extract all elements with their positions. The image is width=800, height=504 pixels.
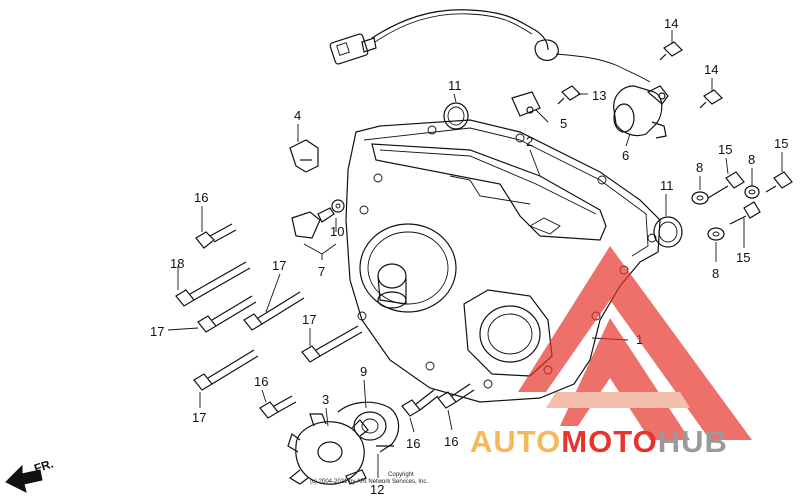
part-label: 17 [302,312,316,327]
wire-harness [329,9,651,83]
part-label: 15 [736,250,750,265]
part-labels: 1 2 3 4 5 6 7 8 8 8 9 10 11 11 12 13 14 … [150,16,788,497]
part-label: 13 [592,88,606,103]
washer-set [691,185,760,241]
part-label: 4 [294,108,301,123]
part-label: 2 [526,134,533,149]
part-label: 16 [406,436,420,451]
part-label: 3 [322,392,329,407]
breather-fitting [289,139,319,173]
part-label: 14 [664,16,678,31]
part-label: 18 [170,256,184,271]
part-label: 7 [318,264,325,279]
arrow-left-icon [5,464,43,493]
front-direction-indicator: FR. [5,456,55,493]
part-label: 12 [370,482,384,497]
clip-part [511,91,541,117]
crankcase-cover [345,119,661,403]
part-label: 16 [254,374,268,389]
part-label: 11 [448,78,462,93]
pump-assembly [287,401,400,485]
part-label: 8 [712,266,719,281]
copyright-notice: Copyright (c) 2004-2021 by ARI Network S… [310,472,428,485]
watermark-text-hub: HUB [658,424,728,459]
watermark-triangle-logo [518,246,752,440]
copyright-line-2: (c) 2004-2021 by ARI Network Services, I… [310,479,428,485]
copyright-line-1: Copyright [388,472,414,478]
svg-text:AUTOMOTOHUB: AUTOMOTOHUB [470,424,728,459]
plug-assembly [291,199,345,239]
part-label: 15 [718,142,732,157]
part-label: 16 [194,190,208,205]
watermark-text-auto: AUTO [470,424,561,459]
part-label: 8 [748,152,755,167]
o-ring-right [653,216,683,248]
part-label: 6 [622,148,629,163]
part-label: 17 [192,410,206,425]
automotohub-watermark: AUTOMOTOHUB [470,246,752,459]
part-label: 14 [704,62,718,77]
leader-lines [167,30,783,478]
bolt-set [175,41,793,419]
part-label: 11 [660,178,674,193]
switch-sensor [613,85,669,139]
part-label: 5 [560,116,567,131]
part-label: 8 [696,160,703,175]
watermark-text-moto: MOTO [561,424,657,459]
part-label: 9 [360,364,367,379]
part-label: 15 [774,136,788,151]
o-ring-top [443,102,469,130]
part-label: 17 [272,258,286,273]
part-label: 16 [444,434,458,449]
part-label: 10 [330,224,344,239]
part-label: 17 [150,324,164,339]
direction-label: FR. [32,456,55,475]
